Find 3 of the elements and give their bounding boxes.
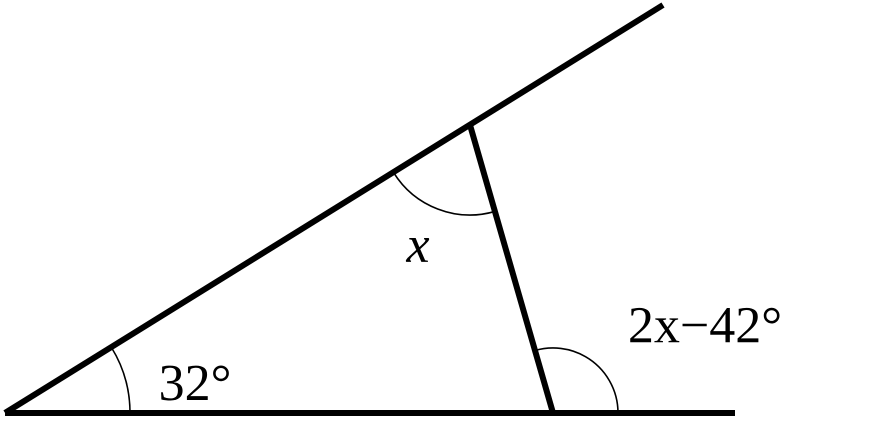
angle-label: 32°: [161, 365, 229, 401]
angle-label: 2x−42°: [630, 308, 780, 342]
angle-label: x: [406, 238, 430, 262]
